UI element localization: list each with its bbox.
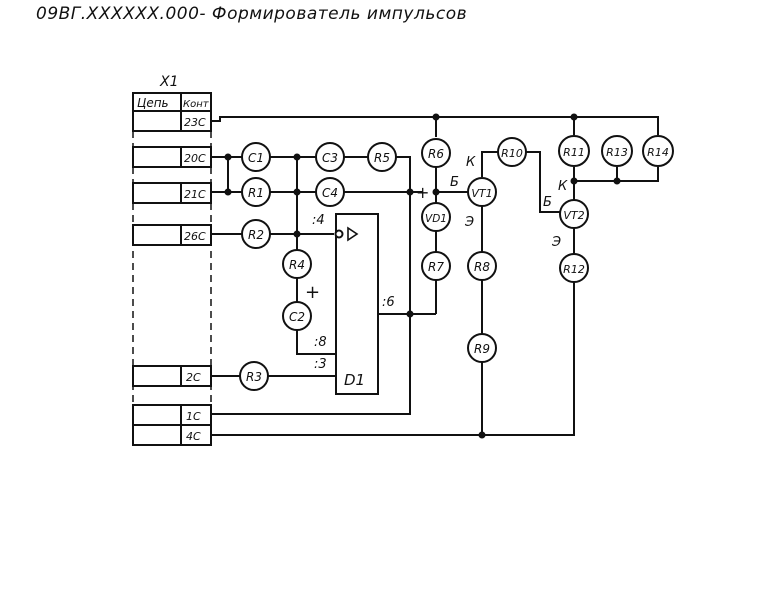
pin-label-4: :4: [312, 213, 325, 228]
connector-pin-label: 4С: [186, 430, 201, 443]
junction-dot: [432, 113, 440, 121]
chip-d1-inverting-input: [334, 229, 344, 239]
wire-r13-r14-node: [574, 167, 659, 182]
junction-dot: [406, 310, 414, 318]
vt1-collector-label: К: [466, 155, 476, 170]
wire-1c: [211, 314, 411, 415]
resistor-r12: R12: [559, 253, 589, 283]
junction-dot: [224, 188, 232, 196]
resistor-r8: R8: [467, 251, 497, 281]
transistor-vt1: VT1: [467, 177, 497, 207]
junction-dot: [432, 188, 440, 196]
vt2-base-label: Б: [543, 195, 552, 210]
connector-pin-label: 2С: [186, 371, 201, 384]
chip-d1-label: D1: [344, 371, 365, 389]
svg-text:VT1: VT1: [471, 187, 492, 200]
resistor-r10: R10: [497, 137, 527, 167]
svg-text:C1: C1: [248, 151, 264, 165]
wire-r10-vt2-base: [526, 151, 560, 213]
resistor-r4: R4: [282, 249, 312, 279]
vt2-emitter-label: Э: [551, 235, 561, 250]
junction-dot: [224, 153, 232, 161]
svg-text:R5: R5: [374, 151, 390, 165]
polarity-plus-c2: +: [305, 282, 320, 303]
capacitor-c3: C3: [315, 142, 345, 172]
resistor-r1: R1: [241, 177, 271, 207]
pin-label-3: :3: [314, 357, 327, 372]
pin-label-8: :8: [314, 335, 327, 350]
junction-dot: [293, 230, 301, 238]
svg-text:C4: C4: [322, 186, 338, 200]
connector-pin-label: 23С: [184, 116, 206, 129]
connector-pin-label: 26С: [184, 230, 206, 243]
svg-text:VT2: VT2: [563, 209, 584, 222]
capacitor-c1: C1: [241, 142, 271, 172]
svg-text:R9: R9: [474, 342, 490, 356]
junction-dot: [570, 113, 578, 121]
connector-designator: X1: [159, 74, 179, 90]
wire-vt1-collector: [481, 151, 498, 177]
chip-d1-body: [335, 213, 379, 395]
junction-dot: [613, 177, 621, 185]
chip-d1-trigger-icon: [347, 226, 359, 242]
resistor-r2: R2: [241, 219, 271, 249]
polarity-plus-vd1: +: [416, 183, 429, 202]
resistor-r7: R7: [421, 251, 451, 281]
resistor-r9: R9: [467, 333, 497, 363]
svg-text:R2: R2: [248, 228, 264, 242]
junction-dot: [570, 177, 578, 185]
svg-text:R14: R14: [647, 146, 669, 159]
vt1-base-label: Б: [450, 175, 459, 190]
diode-vd1: VD1: [421, 202, 451, 232]
capacitor-c2: C2: [282, 301, 312, 331]
resistor-r5: R5: [367, 142, 397, 172]
connector-header-circuit: Цепь: [137, 96, 169, 110]
resistor-r3: R3: [239, 361, 269, 391]
svg-text:C2: C2: [289, 310, 305, 324]
vt2-collector-label: К: [558, 179, 568, 194]
wire-c2-d1: [296, 330, 336, 355]
svg-text:R12: R12: [563, 263, 585, 276]
resistor-r11: R11: [558, 135, 590, 167]
wire-r5-node: [396, 156, 411, 314]
svg-text:R10: R10: [501, 147, 523, 160]
resistor-r6: R6: [421, 138, 451, 168]
transistor-vt2: VT2: [559, 199, 589, 229]
svg-text:R11: R11: [563, 146, 585, 159]
junction-dot: [406, 188, 414, 196]
svg-text:R8: R8: [474, 260, 490, 274]
svg-text:C3: C3: [322, 151, 338, 165]
svg-text:VD1: VD1: [425, 213, 447, 225]
pin-label-6: :6: [382, 295, 395, 310]
connector-pin-label: 21С: [184, 188, 206, 201]
vt1-emitter-label: Э: [464, 215, 474, 230]
junction-dot: [293, 188, 301, 196]
svg-text:R1: R1: [248, 186, 264, 200]
svg-text:R3: R3: [246, 370, 262, 384]
resistor-r13: R13: [601, 135, 633, 167]
capacitor-c4: C4: [315, 177, 345, 207]
diagram-title: 09ВГ.XXXXXX.000- Формирователь импульсов: [36, 4, 468, 24]
resistor-r14: R14: [642, 135, 674, 167]
wire-23c-rail: [211, 116, 659, 135]
connector-header-contact: Конт: [183, 99, 210, 110]
junction-dot: [478, 431, 486, 439]
svg-text:R4: R4: [289, 258, 305, 272]
svg-text:R13: R13: [606, 146, 628, 159]
connector-pin-label: 20С: [184, 152, 206, 165]
connector-pin-label: 1С: [186, 410, 201, 423]
svg-text:R6: R6: [428, 147, 444, 161]
svg-text:R7: R7: [428, 260, 444, 274]
wire-4c-ground: [211, 282, 575, 436]
junction-dot: [293, 153, 301, 161]
